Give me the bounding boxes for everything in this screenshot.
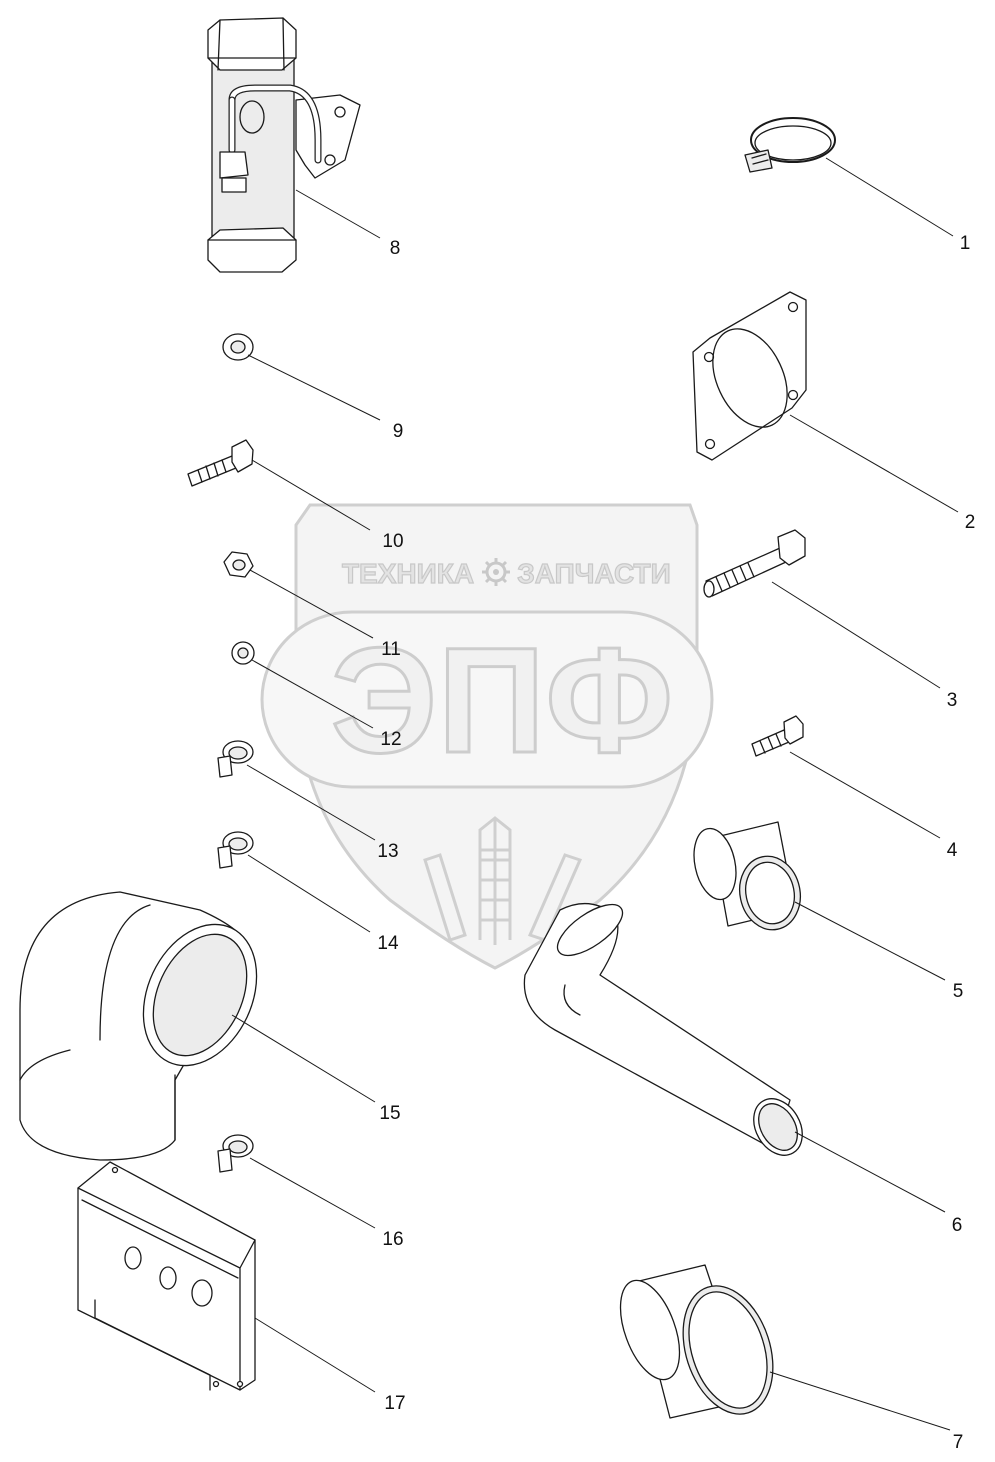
callout-6: 6 xyxy=(952,1215,963,1236)
part-17-bracket-plate xyxy=(77,1161,256,1391)
part-1-hose-clamp xyxy=(744,117,836,173)
callout-5: 5 xyxy=(953,981,964,1002)
callout-16: 16 xyxy=(382,1229,403,1250)
part-4-bolt xyxy=(751,715,804,757)
part-13-small-clamp xyxy=(217,740,254,778)
part-5-sleeve xyxy=(693,821,801,931)
part-15-elbow xyxy=(19,891,258,1161)
part-10-bolt xyxy=(187,439,254,487)
callout-1: 1 xyxy=(960,233,971,254)
callout-4: 4 xyxy=(947,840,958,861)
part-9-washer xyxy=(222,333,254,361)
part-12-washer xyxy=(231,641,255,665)
callout-13: 13 xyxy=(377,841,398,862)
watermark-banner xyxy=(260,610,714,789)
watermark: ТЕХНИКА ЗАПЧАСТИ ЭПФ xyxy=(260,503,714,970)
watermark-text-left: ТЕХНИКА xyxy=(342,558,474,589)
callout-3: 3 xyxy=(947,690,958,711)
watermark-logo: ЭПФ xyxy=(331,616,674,784)
part-11-nut xyxy=(223,551,254,578)
part-2-gasket xyxy=(692,291,807,461)
part-6-bent-pipe xyxy=(523,903,803,1156)
callout-15: 15 xyxy=(379,1103,400,1124)
callout-labels: 1 2 3 4 5 6 7 8 9 10 11 12 13 14 15 16 1… xyxy=(377,233,975,1453)
callout-7: 7 xyxy=(953,1432,964,1453)
callout-2: 2 xyxy=(965,512,976,533)
leader-lines xyxy=(231,157,959,1431)
gear-icon xyxy=(482,558,510,586)
callout-10: 10 xyxy=(382,531,403,552)
callout-12: 12 xyxy=(380,729,401,750)
watermark-text-right: ЗАПЧАСТИ xyxy=(517,558,670,589)
wheat-ear-icon xyxy=(423,816,583,945)
callout-8: 8 xyxy=(390,238,401,259)
part-7-sleeve xyxy=(619,1264,774,1419)
part-8-filter-housing xyxy=(207,17,361,273)
part-14-small-clamp xyxy=(217,831,254,869)
callout-14: 14 xyxy=(377,933,399,954)
part-16-small-clamp xyxy=(217,1134,254,1173)
part-3-bolt xyxy=(703,529,806,598)
callout-17: 17 xyxy=(384,1393,405,1414)
callout-9: 9 xyxy=(393,421,404,442)
callout-11: 11 xyxy=(381,639,401,660)
